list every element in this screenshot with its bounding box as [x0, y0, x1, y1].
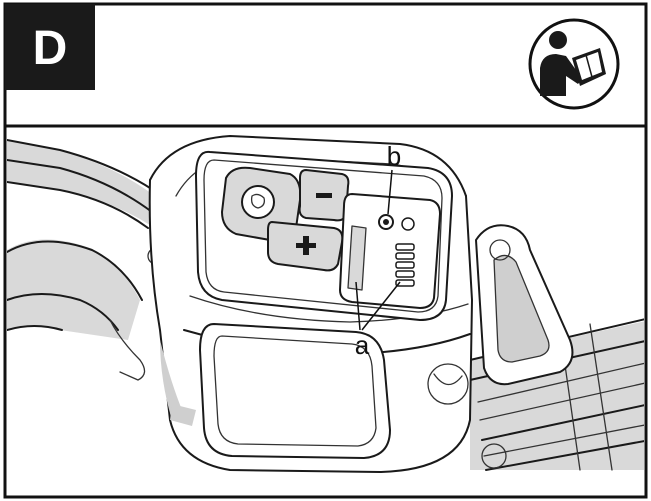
mode-indicator	[348, 226, 366, 290]
step-letter: D	[33, 22, 68, 75]
tool-illustration	[7, 135, 644, 473]
control-pad	[195, 150, 453, 321]
lower-panel	[199, 323, 391, 459]
indicator-panel	[339, 193, 441, 309]
settings-icon	[401, 217, 415, 231]
read-manual-icon	[528, 18, 620, 110]
callout-label-b: b	[387, 141, 401, 171]
minus-button[interactable]	[298, 169, 350, 222]
battery-level-bars	[395, 243, 415, 287]
rear-handle	[7, 139, 165, 381]
plus-button[interactable]	[267, 221, 344, 272]
callout-label-a: a	[355, 330, 370, 360]
callout-leaders	[355, 169, 401, 331]
shaft-bracket	[475, 224, 574, 386]
step-badge: D	[5, 4, 95, 90]
